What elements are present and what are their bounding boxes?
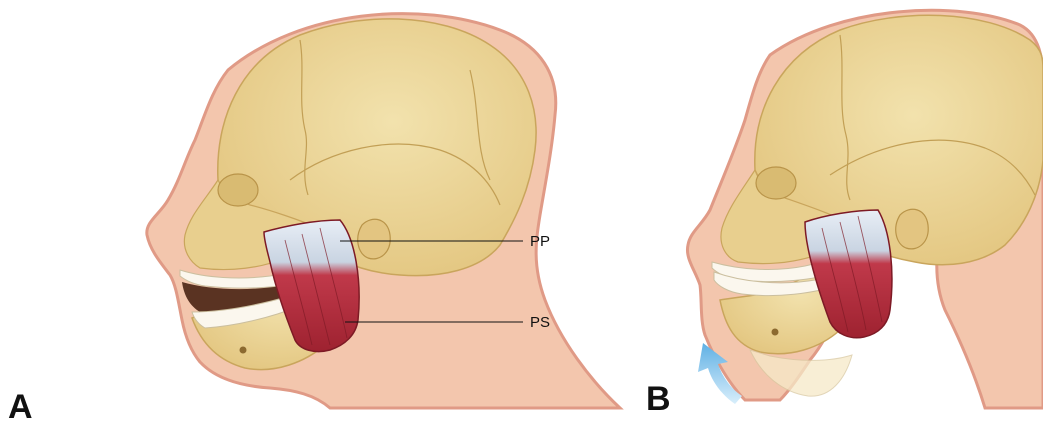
external-ear [358,219,390,259]
panel-a-label: A [8,388,33,424]
pp-callout-label: PP [530,233,550,250]
ps-callout-label: PS [530,314,550,331]
external-ear [896,209,928,249]
panel-b: B [646,10,1043,418]
panel-a: PP PS A [8,14,620,424]
panel-b-label: B [646,380,671,418]
orbit [218,174,258,206]
mental-foramen [240,347,247,354]
orbit [756,167,796,199]
mental-foramen [772,329,779,336]
